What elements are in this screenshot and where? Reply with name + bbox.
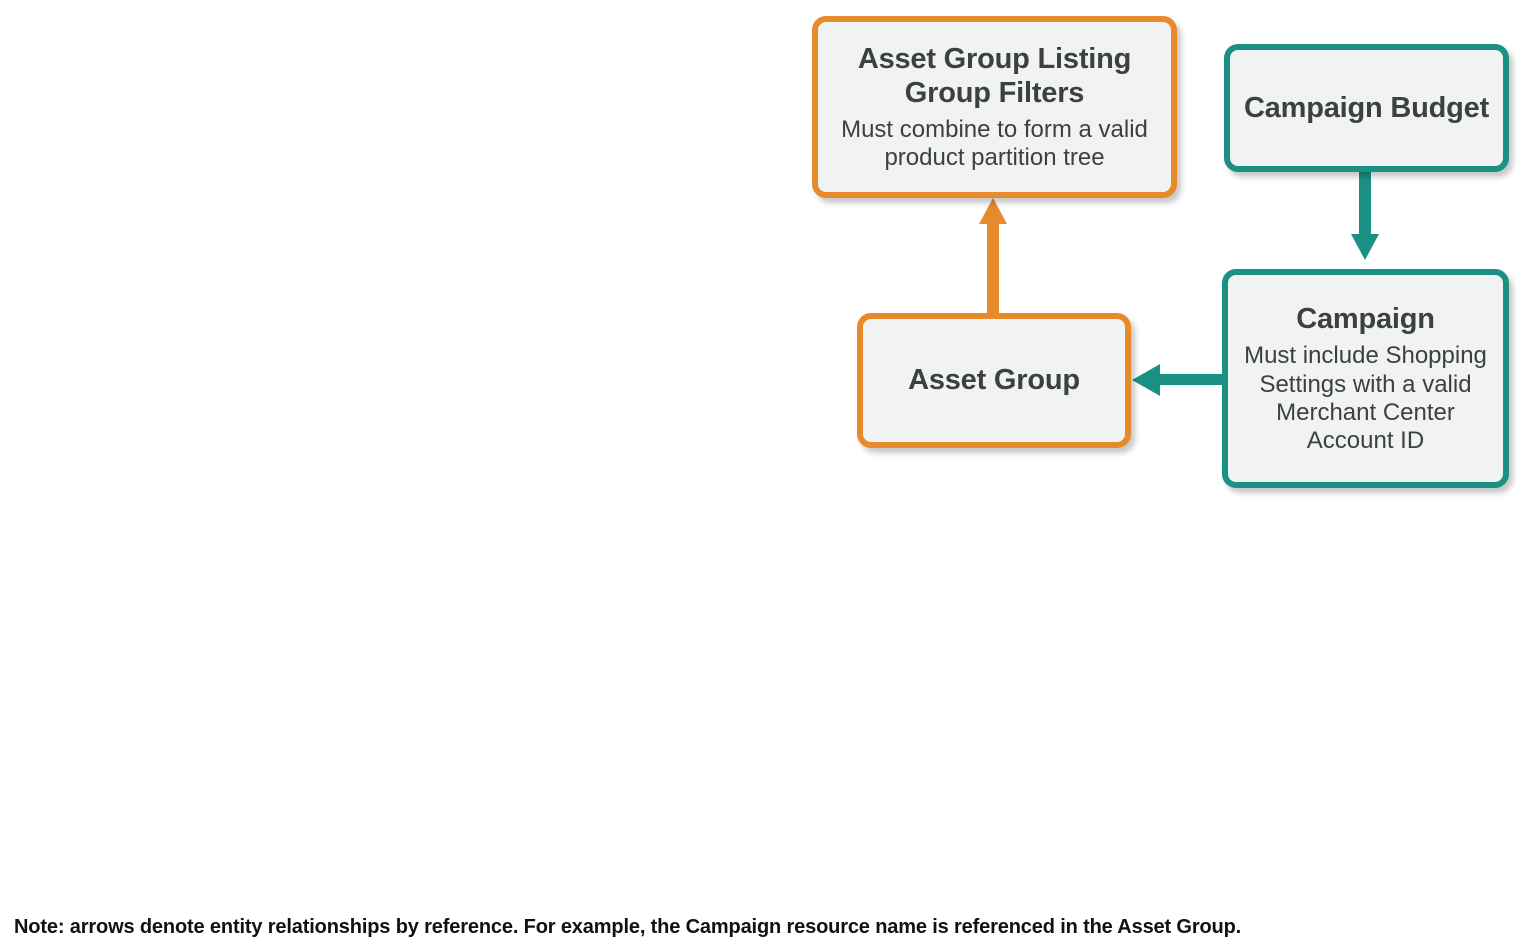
footnote: Note: arrows denote entity relationships… <box>14 916 1242 938</box>
node-asset-group-listing-group-filters[interactable]: Asset Group Listing Group Filters Must c… <box>812 16 1177 198</box>
node-campaign-budget[interactable]: Campaign Budget <box>1224 44 1509 172</box>
node-title: Asset Group <box>908 364 1080 397</box>
node-campaign[interactable]: Campaign Must include Shopping Settings … <box>1222 269 1509 488</box>
edge-line-vertical <box>1359 166 1371 234</box>
node-subtitle: Must include Shopping Settings with a va… <box>1244 342 1487 454</box>
edge-line-horizontal <box>1160 374 1228 385</box>
node-asset-group[interactable]: Asset Group <box>857 313 1131 448</box>
arrowhead-up-icon <box>979 198 1007 224</box>
edge-line-vertical <box>987 222 999 317</box>
node-title: Campaign Budget <box>1243 91 1490 124</box>
arrowhead-down-icon <box>1351 234 1379 260</box>
arrowhead-left-icon <box>1132 364 1160 396</box>
node-subtitle: Must combine to form a valid product par… <box>841 116 1148 172</box>
node-title: Asset Group Listing Group Filters <box>857 42 1132 109</box>
node-title: Campaign <box>1296 303 1435 336</box>
